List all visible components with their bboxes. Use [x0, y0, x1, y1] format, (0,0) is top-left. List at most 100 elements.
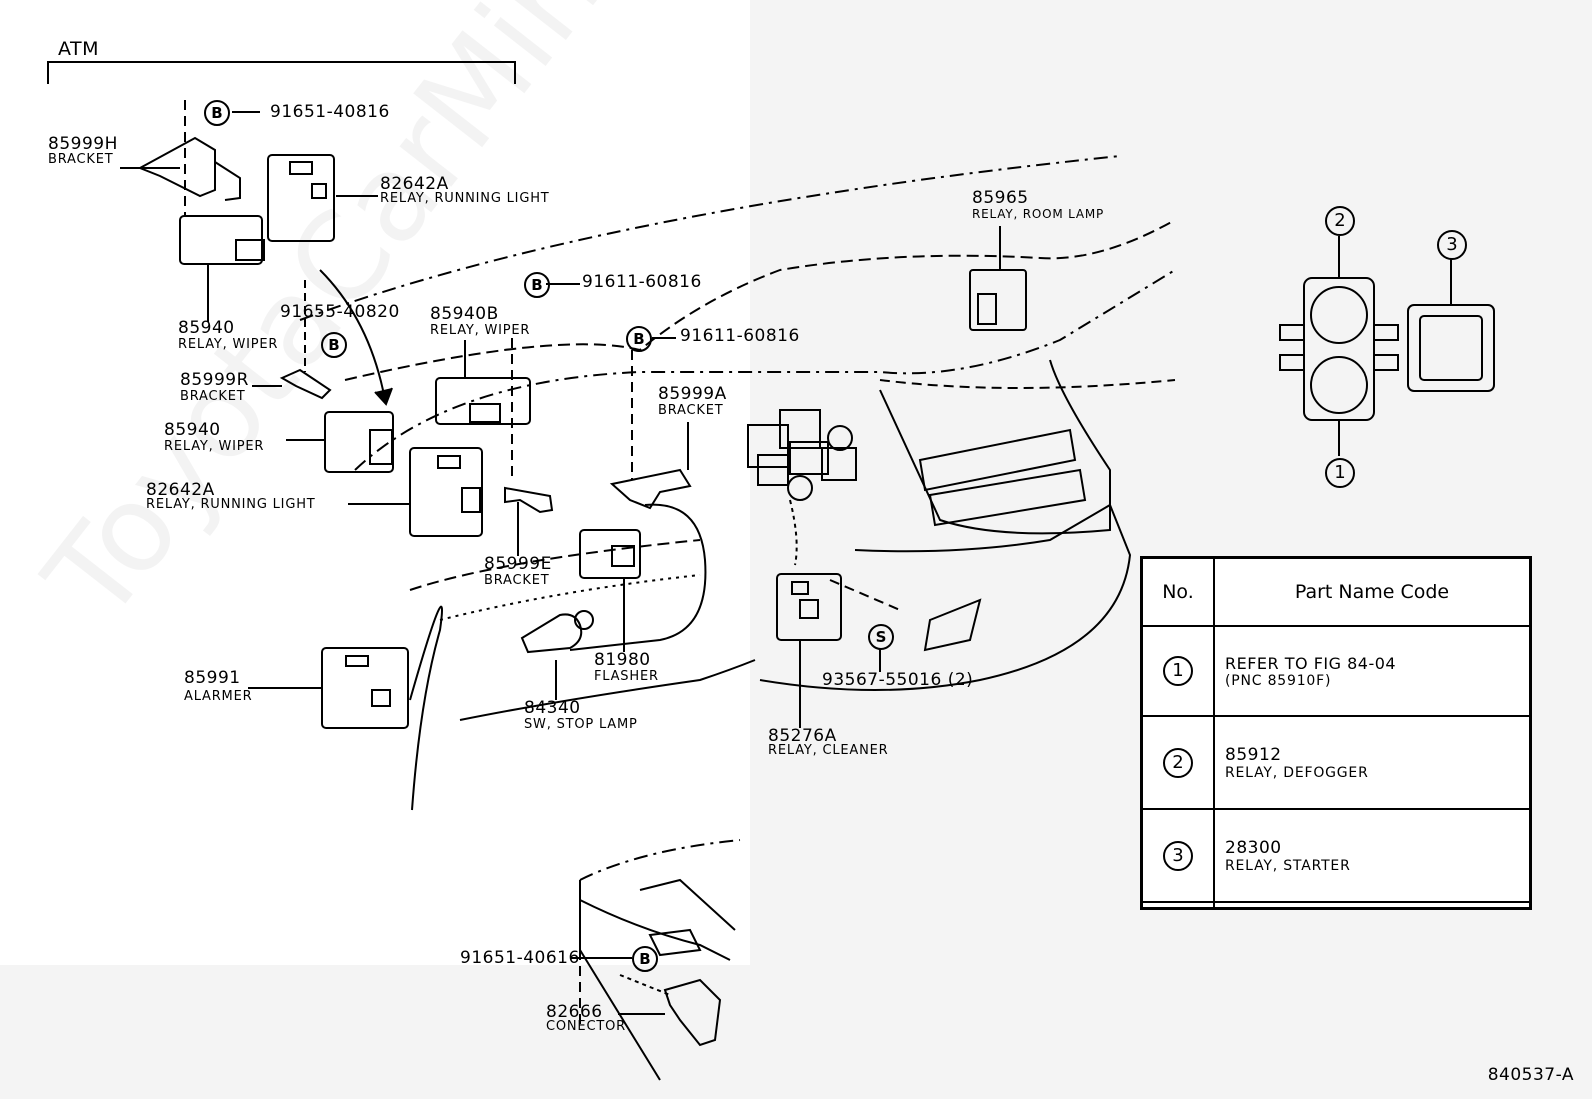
relay-85276a — [776, 573, 842, 641]
part-85276a-code: 85276A — [768, 726, 837, 746]
bracket-85999h — [137, 136, 216, 198]
part-85965-code: 85965 — [972, 188, 1029, 208]
background-panel-bottom — [0, 965, 750, 1099]
console-slot-2 — [928, 468, 1087, 527]
lower-dash-4 — [459, 659, 756, 721]
part-82642a-mid-name: RELAY, RUNNING LIGHT — [146, 497, 316, 512]
part-85999r-code: 85999R — [180, 370, 249, 390]
part-91651-40616-code: 91651-40616 — [460, 948, 580, 968]
part-85999h-name: BRACKET — [48, 152, 114, 167]
part-85940-top-name: RELAY, WIPER — [178, 337, 279, 352]
relay-cluster — [747, 409, 857, 501]
row-content-empty — [1213, 901, 1532, 910]
part-82666-code: 82666 — [546, 1002, 603, 1022]
part-85991-name: ALARMER — [184, 689, 253, 704]
bolt-b-callout: B — [204, 100, 230, 126]
part-91655-40820-code: 91655-40820 — [280, 302, 400, 322]
console-slot-1 — [918, 428, 1077, 492]
bracket-85999a — [609, 468, 692, 510]
row-number: 1 — [1163, 656, 1193, 687]
bottom-panel-outline — [579, 839, 741, 881]
part-91611-60816-code: 91611-60816 — [680, 326, 800, 346]
table-row: 2 85912 RELAY, DEFOGGER — [1140, 715, 1532, 811]
bolt-b-callout: B — [524, 272, 550, 298]
part-85999a-name: BRACKET — [658, 403, 724, 418]
relay-position-diagram — [1279, 236, 1495, 456]
atm-bracket-line — [47, 61, 516, 84]
figure-id: 840537-A — [1487, 1065, 1574, 1085]
relay-85965 — [969, 269, 1027, 331]
part-name-code-table: No. Part Name Code 1 REFER TO FIG 84-04 … — [1140, 556, 1532, 910]
row-number: 2 — [1163, 747, 1193, 778]
relay-82642a-top — [267, 154, 335, 242]
row-line1: REFER TO FIG 84-04 — [1225, 653, 1397, 673]
section-label: ATM — [58, 38, 100, 60]
position-1-callout: 1 — [1325, 458, 1355, 488]
row-line2: (PNC 85910F) — [1225, 672, 1332, 689]
table-header-no: No. — [1140, 556, 1215, 627]
row-line2: RELAY, DEFOGGER — [1225, 764, 1369, 781]
dashboard-outline-upper — [299, 155, 1121, 321]
part-91611-60816-code: 91611-60816 — [582, 272, 702, 292]
alarmer-85991 — [321, 647, 409, 729]
part-82666-name: CONECTOR — [546, 1019, 626, 1034]
row-number-empty — [1140, 901, 1215, 910]
part-85991-code: 85991 — [184, 668, 241, 688]
table-row-empty — [1140, 901, 1532, 910]
lower-dash-left-3 — [409, 605, 443, 811]
part-84340-code: 84340 — [524, 698, 581, 718]
bolt-b-callout: B — [632, 946, 658, 972]
table-row: 1 REFER TO FIG 84-04 (PNC 85910F) — [1140, 624, 1532, 718]
table-header-row: No. Part Name Code — [1140, 556, 1532, 627]
part-91651-40816-code: 91651-40816 — [270, 102, 390, 122]
position-3-callout: 3 — [1437, 230, 1467, 260]
part-82642a-mid-code: 82642A — [146, 480, 215, 500]
part-85999e-code: 85999E — [484, 554, 552, 574]
relay-82642a-mid — [409, 447, 483, 537]
table-header-name: Part Name Code — [1213, 556, 1532, 627]
part-85940b-code: 85940B — [430, 304, 499, 324]
lower-vent — [923, 598, 982, 652]
screw-s-callout: S — [868, 624, 894, 650]
position-2-callout: 2 — [1325, 206, 1355, 236]
dashboard-outline-mid — [344, 219, 1176, 381]
part-93567-55016-code: 93567-55016 (2) — [822, 670, 974, 690]
part-85940-top-code: 85940 — [178, 318, 235, 338]
bracket-85999r — [279, 368, 332, 400]
background-panel-right — [750, 0, 1592, 1099]
part-82642a-top-name: RELAY, RUNNING LIGHT — [380, 191, 550, 206]
part-85940-mid-code: 85940 — [164, 420, 221, 440]
table-row: 3 28300 RELAY, STARTER — [1140, 808, 1532, 904]
part-85940b-name: RELAY, WIPER — [430, 323, 531, 338]
part-85999r-name: BRACKET — [180, 389, 246, 404]
console-outline — [879, 359, 1111, 535]
row-line2: RELAY, STARTER — [1225, 857, 1351, 874]
part-85999e-name: BRACKET — [484, 573, 550, 588]
bolt-b-callout: B — [626, 326, 652, 352]
lower-panel — [759, 503, 1132, 691]
bracket-85999e — [504, 486, 554, 514]
part-85999h-code: 85999H — [48, 134, 118, 154]
part-85940-mid-name: RELAY, WIPER — [164, 439, 265, 454]
row-line1: 85912 — [1225, 744, 1282, 765]
row-line1: 28300 — [1225, 837, 1282, 858]
connector-82666 — [663, 978, 722, 1047]
lower-dash-left — [409, 539, 701, 591]
part-82642a-top-code: 82642A — [380, 174, 449, 194]
arrow-1 — [319, 269, 386, 401]
part-85276a-name: RELAY, CLEANER — [768, 743, 889, 758]
dashboard-outline-right — [879, 379, 1176, 389]
part-81980-code: 81980 — [594, 650, 651, 670]
row-number: 3 — [1163, 840, 1193, 871]
flasher-81980 — [579, 529, 641, 579]
part-85999a-code: 85999A — [658, 384, 727, 404]
stop-lamp-switch-84340 — [520, 613, 583, 654]
dashboard-outline-lower — [354, 269, 1176, 471]
lower-dash-left-2 — [439, 574, 701, 621]
part-84340-name: SW, STOP LAMP — [524, 717, 638, 732]
part-81980-name: FLASHER — [594, 669, 659, 684]
bolt-b-callout: B — [321, 332, 347, 358]
relay-85940b — [435, 377, 531, 425]
part-85965-name: RELAY, ROOM LAMP — [972, 207, 1105, 221]
